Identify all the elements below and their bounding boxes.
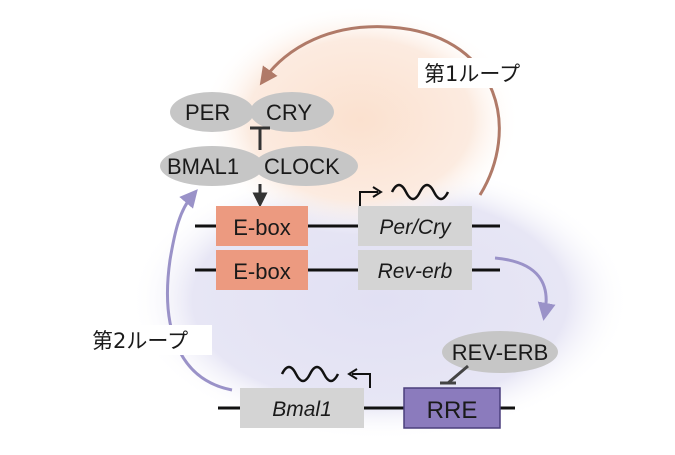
tss-arrow-bmal1 bbox=[352, 373, 371, 388]
clock-ellipse bbox=[254, 146, 358, 186]
per-cry-gene-label: Per/Cry bbox=[379, 216, 452, 239]
bmal1-gene-label: Bmal1 bbox=[272, 398, 332, 421]
loop2-label-bg bbox=[88, 325, 212, 355]
mrna-wave-per-cry bbox=[390, 183, 450, 201]
rev-erb-inhibition-line bbox=[447, 364, 469, 385]
per-ellipse bbox=[170, 92, 254, 132]
rev-erb-protein-label: REV-ERB bbox=[452, 340, 549, 365]
loop2-label: 第2ループ bbox=[92, 329, 188, 353]
per-label: PER bbox=[185, 100, 230, 125]
loop1-label-bg bbox=[418, 58, 536, 88]
ebox-bottom-box bbox=[216, 250, 308, 290]
rev-erb-ellipse bbox=[442, 331, 558, 373]
rev-erb-to-protein-arrow bbox=[494, 256, 556, 321]
bmal1-label: BMAL1 bbox=[167, 154, 239, 179]
bmal1-gene-box bbox=[240, 388, 364, 428]
ebox-top-box bbox=[216, 206, 308, 246]
rev-erb-gene-label: Rev-erb bbox=[378, 260, 453, 283]
cry-label: CRY bbox=[266, 100, 312, 125]
cry-ellipse bbox=[250, 92, 334, 132]
mrna-wave-bmal1 bbox=[280, 365, 340, 383]
rev-erb-gene-box bbox=[358, 250, 472, 290]
loop2-arrow bbox=[166, 189, 233, 392]
ebox-bottom-label: E-box bbox=[233, 259, 290, 284]
clock-label: CLOCK bbox=[264, 154, 340, 179]
rre-label: RRE bbox=[427, 397, 478, 424]
ebox-top-label: E-box bbox=[233, 215, 290, 240]
loop1-label: 第1ループ bbox=[424, 62, 520, 86]
tss-arrowhead-per-cry bbox=[372, 186, 383, 198]
loop1-arrow bbox=[259, 25, 501, 196]
rre-box bbox=[403, 387, 501, 429]
tss-arrow-per-cry bbox=[359, 191, 378, 206]
per-cry-gene-box bbox=[358, 206, 472, 246]
bmal1-ellipse bbox=[160, 146, 264, 186]
tss-arrowhead-bmal1 bbox=[347, 368, 358, 380]
